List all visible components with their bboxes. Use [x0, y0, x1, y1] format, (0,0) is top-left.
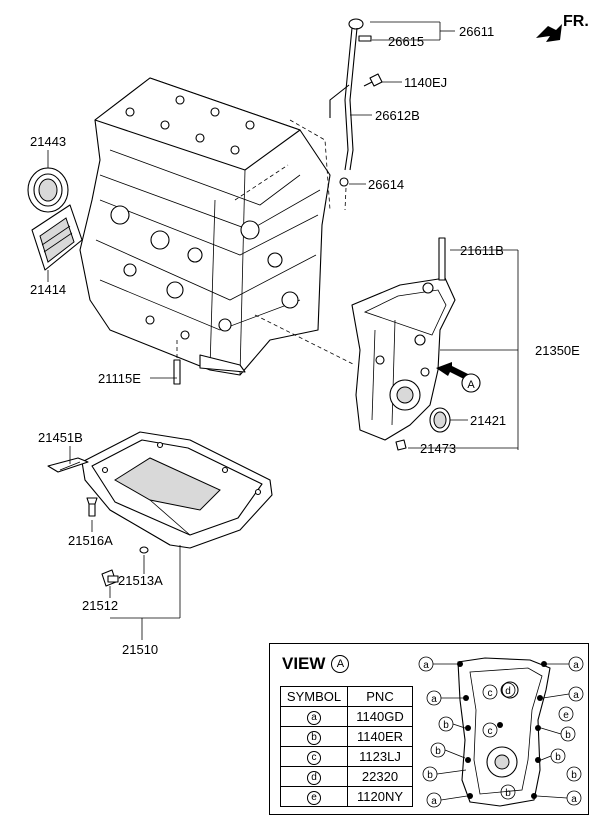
view-a-marker-circle — [461, 373, 481, 393]
front-direction-arrow-icon — [536, 24, 562, 42]
callout-21451b: 21451B — [38, 430, 83, 445]
view-a-panel: VIEW A SYMBOL PNC a 1140GD b 1140ER c 11… — [269, 643, 589, 815]
table-row: a 1140GD — [280, 706, 413, 727]
view-symbol-a: a — [573, 660, 579, 671]
pnc-column-header: PNC — [347, 686, 413, 707]
oil-pan-drawing — [81, 431, 273, 549]
view-symbol-a: a — [431, 694, 437, 705]
view-a-marker: A — [467, 379, 475, 391]
oil-level-gauge-drawing — [329, 18, 372, 211]
callout-21513a: 21513A — [118, 573, 163, 588]
seal-case-drawing — [31, 204, 83, 271]
pnc-cell: 22320 — [347, 766, 413, 787]
callout-26612b: 26612B — [375, 108, 420, 123]
symbol-e: e — [307, 791, 321, 805]
table-row: c 1123LJ — [280, 746, 413, 767]
view-symbol-d: d — [505, 686, 511, 697]
view-title: VIEW A — [282, 654, 350, 674]
symbol-column-header: SYMBOL — [280, 686, 348, 707]
callout-21473: 21473 — [420, 441, 456, 456]
view-title-text: VIEW — [282, 654, 326, 673]
callout-26614: 26614 — [368, 177, 404, 192]
view-symbol-b: b — [505, 788, 511, 799]
pnc-cell: 1140GD — [347, 706, 413, 727]
front-direction-label: FR. — [563, 13, 589, 30]
view-title-marker: A — [331, 655, 350, 673]
view-symbol-b: b — [443, 720, 449, 731]
callout-21611b: 21611B — [460, 243, 504, 258]
drain-plug-drawing — [101, 546, 149, 587]
view-symbol-b: b — [555, 752, 561, 763]
projection-line — [254, 314, 356, 366]
symbol-b: b — [307, 731, 321, 745]
leader-lines — [47, 21, 519, 640]
view-symbol-c: c — [488, 726, 493, 737]
callout-21512: 21512 — [82, 598, 118, 613]
timing-cover-view-drawing: a a a a b e b b b b b a a c d c b — [418, 656, 584, 808]
timing-chain-cover-drawing — [351, 237, 456, 451]
callout-26615: 26615 — [388, 34, 424, 49]
bolt-21115e-drawing — [173, 340, 181, 385]
callout-21350e: 21350E — [535, 343, 580, 358]
symbol-pnc-table: SYMBOL PNC a 1140GD b 1140ER c 1123LJ d … — [280, 686, 413, 807]
baffle-plate-drawing — [47, 457, 89, 473]
bolt-1140ej-drawing — [363, 73, 383, 87]
pnc-cell: 1123LJ — [347, 746, 413, 767]
rear-oil-seal-drawing — [27, 167, 69, 213]
table-row: e 1120NY — [280, 786, 413, 807]
view-symbol-a: a — [423, 660, 429, 671]
callout-21115e: 21115E — [98, 371, 141, 386]
view-symbol-b: b — [435, 746, 441, 757]
symbol-d: d — [307, 771, 321, 785]
pnc-cell: 1120NY — [347, 786, 413, 807]
callout-21414: 21414 — [30, 282, 66, 297]
view-symbol-e: e — [563, 710, 569, 721]
callout-26611: 26611 — [459, 24, 494, 39]
front-oil-seal-drawing — [429, 407, 451, 433]
view-symbol-a: a — [571, 794, 577, 805]
callout-21443: 21443 — [30, 134, 66, 149]
table-row: d 22320 — [280, 766, 413, 787]
callout-1140ej: 1140EJ — [404, 75, 447, 90]
callout-21516a: 21516A — [68, 533, 113, 548]
view-symbol-b: b — [565, 730, 571, 741]
table-row: b 1140ER — [280, 726, 413, 747]
bolt-21516a-drawing — [86, 497, 98, 517]
view-symbol-b: b — [427, 770, 433, 781]
view-a-arrow-icon — [436, 362, 468, 380]
view-symbol-a: a — [573, 690, 579, 701]
symbol-a: a — [307, 711, 321, 725]
view-symbol-c: c — [488, 688, 493, 699]
table-header-row: SYMBOL PNC — [280, 686, 413, 707]
engine-block-drawing — [79, 77, 331, 376]
callout-21510: 21510 — [122, 642, 158, 657]
pnc-cell: 1140ER — [347, 726, 413, 747]
view-symbol-b: b — [571, 770, 577, 781]
view-symbol-a: a — [431, 796, 437, 807]
symbol-c: c — [307, 751, 321, 765]
callout-21421: 21421 — [470, 413, 506, 428]
